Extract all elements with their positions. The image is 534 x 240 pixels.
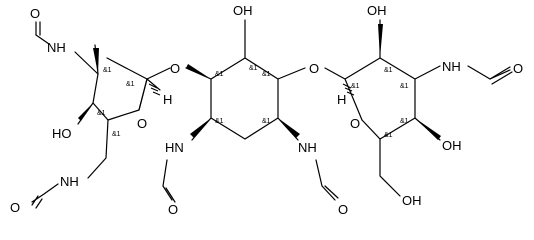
atom-oh-right-top: OH <box>367 3 387 18</box>
stereo-label: &1 <box>112 131 121 138</box>
atom-o-aldehyde-center-left: O <box>168 202 178 217</box>
stereo-label: &1 <box>262 118 271 125</box>
atom-oh-right-ring: OH <box>442 138 462 153</box>
stereo-label: &1 <box>249 65 258 72</box>
atom-o-aldehyde-top-left: O <box>30 6 40 21</box>
atom-o-link-left: O <box>170 61 180 76</box>
atom-h-right: H <box>337 92 346 107</box>
stereo-label: &1 <box>384 132 393 139</box>
stereo-label: &1 <box>262 71 271 78</box>
stereo-label: &1 <box>97 110 106 117</box>
atom-nh-center-left: HN <box>165 140 184 155</box>
stereo-label: &1 <box>103 67 112 74</box>
stereo-label: &1 <box>215 118 224 125</box>
chemical-structure-drawing: NH O O H HO O NH O OH O H OH NH O O OH O… <box>10 3 523 217</box>
atom-o-link-right: O <box>309 61 319 76</box>
hash-and-wedge-bonds <box>78 24 441 140</box>
stereo-label: &1 <box>215 71 224 78</box>
atom-o-aldehyde-center-right: O <box>338 202 348 217</box>
atom-nh-left-bottom: NH <box>60 174 79 189</box>
structure-canvas: NH O O H HO O NH O OH O H OH NH O O OH O… <box>10 3 523 217</box>
stereo-label: &1 <box>126 81 135 88</box>
stereo-label: &1 <box>384 67 393 74</box>
stereo-label: &1 <box>400 118 409 125</box>
atom-o-aldehyde-bottom-left: O <box>10 200 20 215</box>
atom-h-left: H <box>163 92 172 107</box>
atom-o-left-ring: O <box>137 116 147 131</box>
atom-o-right-ring: O <box>350 116 360 131</box>
atom-o-aldehyde-right: O <box>513 61 523 76</box>
atom-oh-center-top: OH <box>233 3 253 18</box>
atom-nh-right-ring: NH <box>442 59 461 74</box>
atom-labels: NH O O H HO O NH O OH O H OH NH O O OH O… <box>10 3 523 217</box>
atom-nh-center-right: NH <box>298 140 317 155</box>
atom-oh-right-bottom: OH <box>402 193 422 208</box>
stereo-label: &1 <box>400 83 409 90</box>
atom-ho-left-ring: HO <box>52 126 72 141</box>
atom-nh-left-top: NH <box>47 40 66 55</box>
stereo-label: &1 <box>351 83 360 90</box>
stereo-labels: &1 &1 &1 &1 &1 &1 &1 &1 &1 &1 &1 &1 &1 &… <box>97 65 409 139</box>
